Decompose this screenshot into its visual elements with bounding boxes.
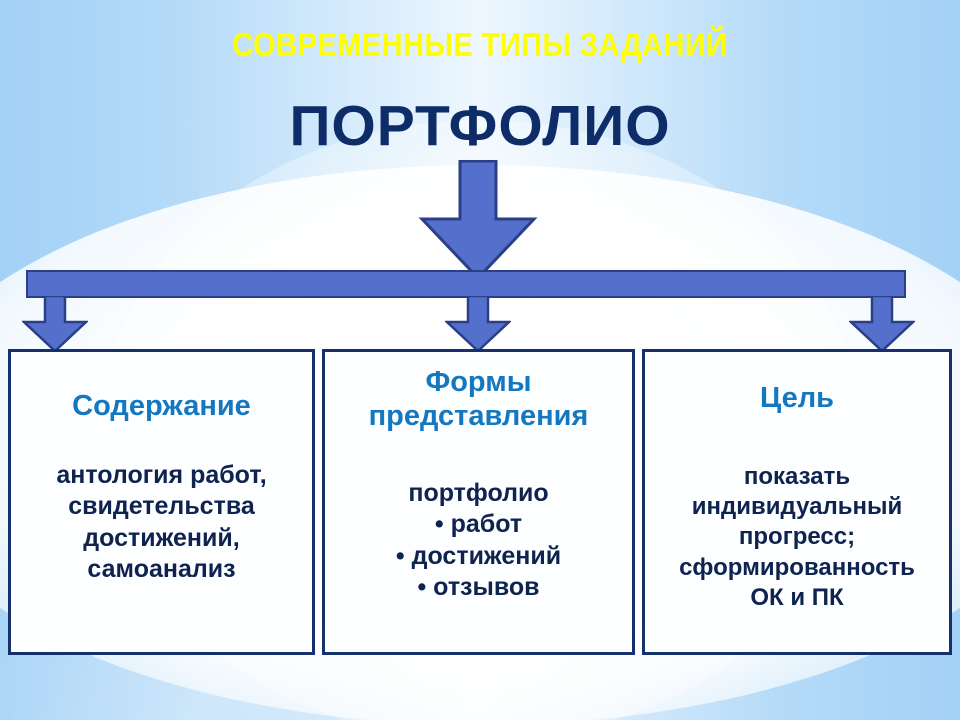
box-body-text: портфолио • работ • достижений • отзывов <box>395 478 562 602</box>
main-down-arrow-icon <box>418 160 538 280</box>
branch-arrow-right-icon <box>849 296 915 352</box>
page-title: ПОРТФОЛИО <box>289 94 671 158</box>
box-body-text: антология работ, свидетельства достижени… <box>56 460 267 584</box>
box-heading: Содержание <box>72 390 251 422</box>
diagram-boxes-row: Содержание антология работ, свидетельств… <box>0 349 960 657</box>
box-heading: Формы представления <box>368 366 589 432</box>
diagram-box-formy-predstavleniya: Формы представления портфолио • работ • … <box>322 349 635 655</box>
slide-kicker: СОВРЕМЕННЫЕ ТИПЫ ЗАДАНИЙ <box>232 26 728 63</box>
diagram-box-tsel: Цель показать индивидуальный прогресс; с… <box>642 349 952 655</box>
branch-arrow-left-icon <box>22 296 88 352</box>
box-heading: Цель <box>760 382 834 414</box>
box-body-text: показать индивидуальный прогресс; сформи… <box>679 462 915 611</box>
diagram-box-soderzhanie: Содержание антология работ, свидетельств… <box>8 349 315 655</box>
branch-arrow-center-icon <box>445 296 511 352</box>
connector-bar <box>26 270 906 298</box>
